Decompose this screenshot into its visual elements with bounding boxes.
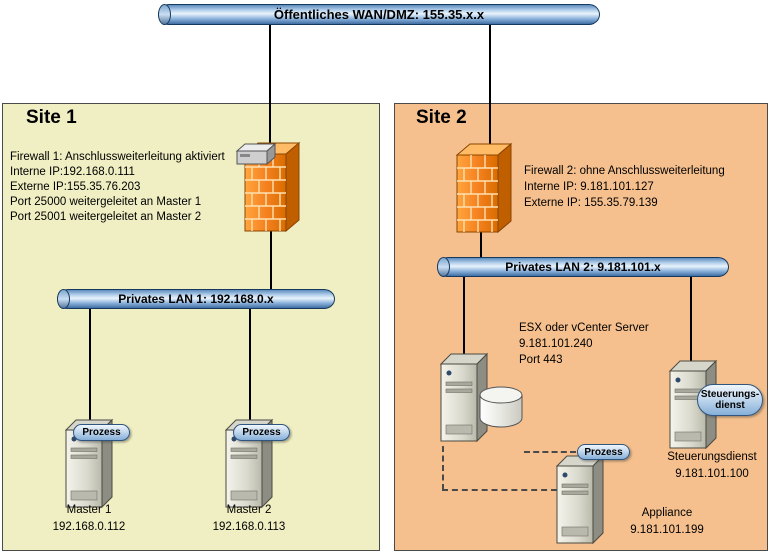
node-name: Master 2: [226, 504, 272, 516]
site1-container: [2, 103, 380, 551]
esx-info: ESX oder vCenter Server 9.181.101.240 Po…: [519, 320, 694, 368]
pipe-cap-icon: [57, 289, 70, 309]
node-name: Master 1: [66, 504, 112, 516]
connector-lan2-esx: [463, 277, 465, 357]
connector-lan2-steuerung: [690, 277, 692, 367]
esx-info-line: 9.181.101.240: [519, 338, 593, 350]
esx-info-line: ESX oder vCenter Server: [519, 322, 649, 334]
pipe-cap-icon: [437, 257, 450, 277]
firewall2-info: Firewall 2: ohne Anschlussweiterleitung …: [524, 163, 764, 211]
node-ip: 192.168.0.112: [52, 521, 126, 533]
dashed-connector-db-prozess: [524, 451, 576, 453]
dashed-connector-esx-appliance: [442, 489, 557, 491]
firewall2-icon: [455, 142, 513, 237]
steuerung-badge: Steuerungs- dienst: [697, 384, 763, 416]
lan2-pipe: Privates LAN 2: 9.181.101.x: [437, 257, 729, 277]
node-ip: 9.181.101.199: [630, 524, 704, 536]
badge-label: Prozess: [584, 446, 623, 458]
node-name: Appliance: [641, 507, 693, 519]
steuerung-label: Steuerungsdienst 9.181.101.100: [650, 449, 770, 483]
connector-firewall2-lan2: [480, 232, 482, 258]
appliance-server-icon: [553, 452, 605, 547]
firewall2-info-line: Firewall 2: ohne Anschlussweiterleitung: [524, 165, 725, 177]
node-name: Steuerungsdienst: [667, 451, 757, 463]
badge-label: Steuerungs-: [700, 389, 760, 400]
firewall1-info: Firewall 1: Anschlussweiterleitung aktiv…: [10, 150, 248, 225]
badge-label: dienst: [715, 400, 745, 411]
esx-info-line: Port 443: [519, 354, 563, 366]
master2-prozess-badge: Prozess: [233, 424, 290, 441]
pipe-cap-icon: [158, 4, 171, 25]
badge-label: Prozess: [242, 427, 281, 438]
master2-label: Master 2 192.168.0.113: [193, 502, 305, 536]
firewall1-info-line: Port 25001 weitergeleitet an Master 2: [10, 211, 202, 223]
connector-wan-firewall1: [269, 25, 271, 149]
firewall1-info-line: Port 25000 weitergeleitet an Master 1: [10, 196, 202, 208]
dashed-connector-esx-down: [442, 446, 444, 490]
firewall1-info-line: Interne IP:192.168.0.111: [10, 166, 135, 178]
connector-lan1-master2: [249, 309, 251, 424]
firewall2-info-line: Interne IP: 9.181.101.127: [524, 181, 654, 193]
database-icon: [478, 385, 524, 429]
node-ip: 9.181.101.100: [675, 468, 749, 480]
wan-pipe: Öffentliches WAN/DMZ: 155.35.x.x: [158, 4, 600, 25]
connector-lan1-master1: [89, 309, 91, 424]
site2-title: Site 2: [416, 107, 467, 128]
badge-label: Prozess: [82, 427, 121, 438]
master1-label: Master 1 192.168.0.112: [33, 502, 145, 536]
firewall2-info-line: Externe IP: 155.35.79.139: [524, 197, 658, 209]
master1-prozess-badge: Prozess: [73, 424, 130, 441]
lan1-pipe: Privates LAN 1: 192.168.0.x: [57, 289, 335, 309]
node-ip: 192.168.0.113: [212, 521, 286, 533]
wan-label: Öffentliches WAN/DMZ: 155.35.x.x: [273, 7, 485, 22]
site1-title: Site 1: [26, 107, 77, 128]
lan2-label: Privates LAN 2: 9.181.101.x: [505, 260, 661, 274]
appliance-prozess-badge: Prozess: [577, 444, 630, 460]
appliance-label: Appliance 9.181.101.199: [612, 505, 722, 539]
connector-wan-firewall2: [489, 25, 491, 150]
firewall1-info-line: Firewall 1: Anschlussweiterleitung aktiv…: [10, 151, 225, 163]
lan1-label: Privates LAN 1: 192.168.0.x: [118, 292, 274, 306]
firewall1-info-line: Externe IP:155.35.76.203: [10, 181, 141, 193]
connector-firewall1-lan1: [270, 231, 272, 290]
